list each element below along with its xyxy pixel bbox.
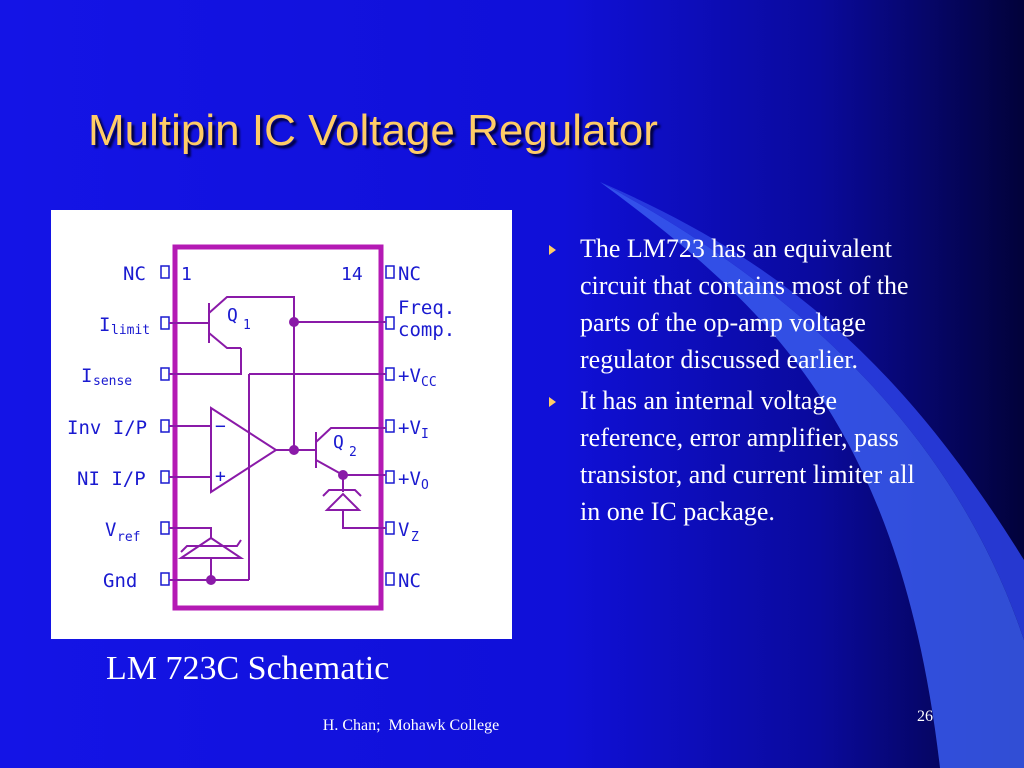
pin-label-comp: comp.	[398, 319, 455, 341]
pin-label-nc-left-top: NC	[123, 263, 146, 285]
pin-label-ilimit: I	[99, 314, 110, 336]
pin-label-freq: Freq.	[398, 297, 455, 319]
internal-circuit	[169, 296, 386, 581]
pin-number-14: 14	[341, 264, 363, 285]
opamp-plus-sign: +	[215, 466, 226, 487]
pin-label-inv-ip: Inv I/P	[67, 417, 147, 439]
pin-label-vref-sub: ref	[117, 530, 140, 545]
pin-label-vo-sub: O	[421, 478, 429, 493]
pin-label-vi: +V	[398, 417, 421, 439]
pin-label-ni-ip: NI I/P	[77, 468, 146, 490]
q1-label: Q	[227, 305, 238, 326]
pin-label-vref: V	[105, 519, 116, 541]
pin-label-isense-sub: sense	[93, 374, 132, 389]
bullet-item: It has an internal voltage reference, er…	[546, 382, 936, 530]
slide-title: Multipin IC Voltage Regulator	[88, 106, 658, 155]
pin-label-ilimit-sub: limit	[111, 323, 150, 338]
pin-label-vi-sub: I	[421, 427, 429, 442]
triangle-right-icon	[549, 397, 556, 407]
bullet-text: The LM723 has an equivalent circuit that…	[580, 234, 909, 374]
pin-label-nc-right-top: NC	[398, 263, 421, 285]
left-pin-squares	[160, 265, 170, 586]
lm723-schematic-diagram: NC I limit I sense Inv I/P NI I/P V ref …	[67, 244, 455, 611]
pin-number-1: 1	[181, 264, 192, 285]
pin-label-vz-sub: Z	[411, 530, 419, 545]
pin-label-vcc: +V	[398, 365, 421, 387]
pin-label-vz: V	[398, 519, 409, 541]
pin-label-vo: +V	[398, 468, 421, 490]
q1-label-sub: 1	[243, 318, 251, 333]
q2-label-sub: 2	[349, 445, 357, 460]
figure-caption: LM 723C Schematic	[106, 650, 390, 687]
pin-label-gnd: Gnd	[103, 570, 137, 592]
opamp-minus-sign: −	[215, 416, 226, 437]
pin-label-vcc-sub: CC	[421, 375, 437, 390]
slide-number: 26	[917, 708, 933, 725]
bullet-list: The LM723 has an equivalent circuit that…	[546, 230, 936, 534]
bullet-item: The LM723 has an equivalent circuit that…	[546, 230, 936, 378]
q2-label: Q	[333, 432, 344, 453]
right-pin-squares	[385, 265, 395, 586]
junction-dots	[206, 317, 348, 585]
bullet-text: It has an internal voltage reference, er…	[580, 386, 915, 526]
triangle-right-icon	[549, 245, 556, 255]
schematic-figure: NC I limit I sense Inv I/P NI I/P V ref …	[51, 210, 512, 639]
pin-label-isense: I	[81, 365, 92, 387]
pin-label-nc-right-bottom: NC	[398, 570, 421, 592]
slide-footer: H. Chan; Mohawk College	[322, 717, 500, 734]
